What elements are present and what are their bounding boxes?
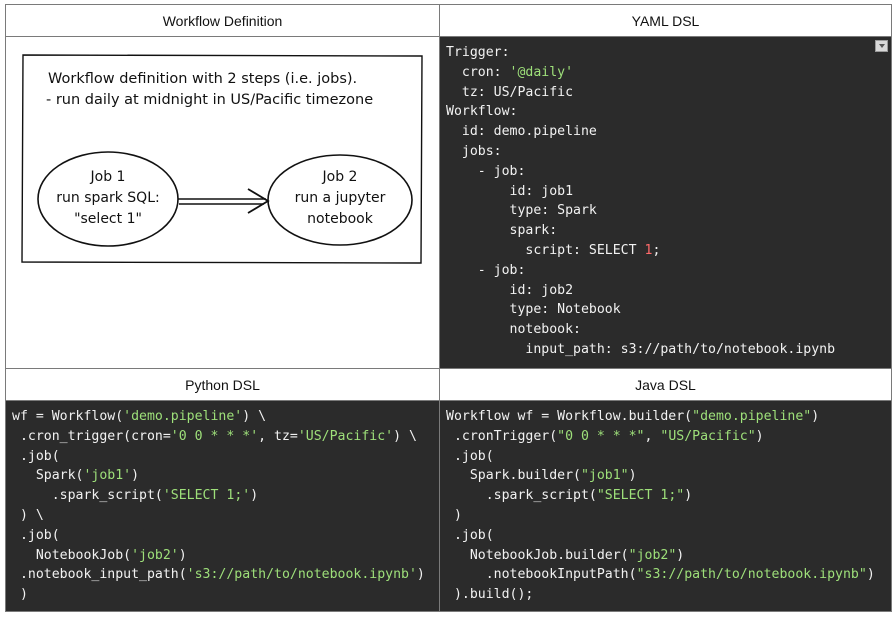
header-yaml-dsl: YAML DSL <box>439 4 892 37</box>
table: Workflow Definition YAML DSL Workflow de… <box>5 4 892 612</box>
dsl-comparison-table: Workflow Definition YAML DSL Workflow de… <box>5 4 892 612</box>
job2-desc: run a jupyter <box>295 190 386 206</box>
yaml-code-line: id: job1 <box>446 183 574 199</box>
python-code-cell: wf = Workflow('demo.pipeline') \ .cron_t… <box>5 400 440 612</box>
yaml-code-line: Trigger: <box>446 45 510 60</box>
python-code-line: .notebook_input_path('s3://path/to/noteb… <box>12 567 425 583</box>
yaml-code-line: type: Spark <box>446 203 597 219</box>
header-workflow-definition: Workflow Definition <box>5 4 440 37</box>
yaml-code-line: tz: US/Pacific <box>446 84 574 100</box>
yaml-code-line: type: Notebook <box>446 302 621 318</box>
job1-desc: run spark SQL: <box>56 190 159 206</box>
job1-title: Job 1 <box>90 169 126 185</box>
python-code: wf = Workflow('demo.pipeline') \ .cron_t… <box>6 401 439 605</box>
yaml-code-line: - job: <box>446 163 526 179</box>
job2-notebook: notebook <box>307 211 374 227</box>
yaml-code-line: Workflow: <box>446 104 518 120</box>
java-code-line: NotebookJob.builder("job2") <box>446 547 685 563</box>
arrow-head <box>247 188 270 214</box>
sketch-line-1: Workflow definition with 2 steps (i.e. j… <box>48 71 357 87</box>
sketch-line-2: - run daily at midnight in US/Pacific ti… <box>46 92 373 108</box>
java-code-line: .spark_script("SELECT 1;") <box>446 488 693 504</box>
yaml-code-cell: Trigger: cron: '@daily' tz: US/Pacific W… <box>439 36 892 369</box>
yaml-code-line: script: SELECT 1; <box>446 242 661 258</box>
workflow-sketch-cell: Workflow definition with 2 steps (i.e. j… <box>5 36 440 369</box>
python-code-line: Spark('job1') <box>12 468 140 484</box>
yaml-code-line: input_path: s3://path/to/notebook.ipynb <box>446 341 836 357</box>
python-code-line: .job( <box>12 448 60 464</box>
java-code: Workflow wf = Workflow.builder("demo.pip… <box>440 401 891 605</box>
yaml-code-line: id: demo.pipeline <box>446 124 597 140</box>
python-code-line: ) \ <box>12 507 44 523</box>
workflow-sketch: Workflow definition with 2 steps (i.e. j… <box>21 54 423 264</box>
java-code-line: Spark.builder("job1") <box>446 468 637 484</box>
header-java-dsl: Java DSL <box>439 368 892 401</box>
python-code-line: NotebookJob('job2') <box>12 547 187 563</box>
yaml-code-line: id: job2 <box>446 282 574 298</box>
header-python-dsl: Python DSL <box>5 368 440 401</box>
python-code-line: .spark_script('SELECT 1;') <box>12 488 259 504</box>
java-code-cell: Workflow wf = Workflow.builder("demo.pip… <box>439 400 892 612</box>
yaml-code: Trigger: cron: '@daily' tz: US/Pacific W… <box>440 37 891 360</box>
dropdown-icon[interactable] <box>875 40 888 52</box>
java-code-line: .cronTrigger("0 0 * * *", "US/Pacific") <box>446 428 764 444</box>
job1-sql: "select 1" <box>74 211 142 227</box>
python-code-line: .job( <box>12 527 60 543</box>
job2-title: Job 2 <box>322 169 358 185</box>
sketch-frame <box>21 54 423 264</box>
job2-ellipse <box>267 154 413 246</box>
java-code-line: .notebookInputPath("s3://path/to/noteboo… <box>446 567 875 583</box>
yaml-code-line: spark: <box>446 223 558 239</box>
python-code-line: wf = Workflow('demo.pipeline') \ <box>12 409 267 424</box>
python-code-line: .cron_trigger(cron='0 0 * * *', tz='US/P… <box>12 428 417 444</box>
python-code-line: ) <box>12 587 28 603</box>
java-code-line: Workflow wf = Workflow.builder("demo.pip… <box>446 409 820 424</box>
yaml-code-line: cron: '@daily' <box>446 64 574 80</box>
java-code-line: ) <box>446 507 462 523</box>
yaml-code-line: jobs: <box>446 143 502 159</box>
java-code-line: .job( <box>446 527 494 543</box>
java-code-line: ).build(); <box>446 587 534 603</box>
yaml-code-line: notebook: <box>446 322 581 338</box>
java-code-line: .job( <box>446 448 494 464</box>
yaml-code-line: - job: <box>446 262 526 278</box>
